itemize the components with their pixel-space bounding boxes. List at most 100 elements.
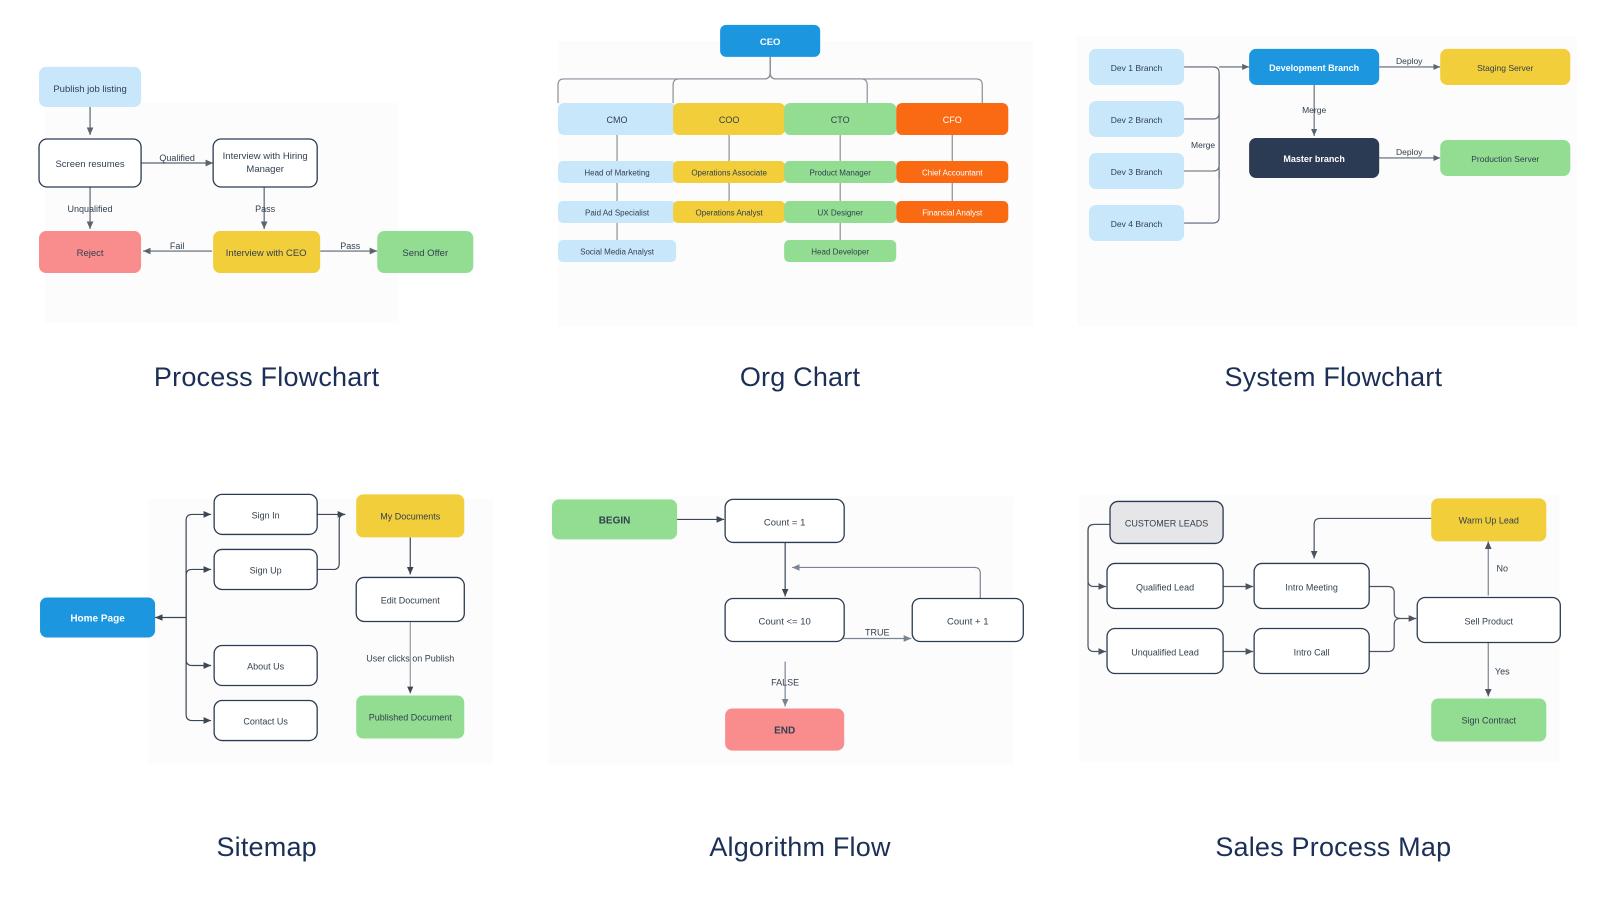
node-product-manager[interactable]: Product Manager: [784, 160, 897, 184]
panel-caption: Sitemap: [216, 832, 317, 862]
node-label-line2: Manager: [246, 164, 284, 175]
node-interview-hiring-manager[interactable]: Interview with Hiring Manager: [212, 138, 318, 188]
node-label: Sign In: [252, 510, 280, 520]
edge-label-group: Qualified Unqualified Pass Fail Pass: [68, 153, 361, 251]
node-operations-analyst[interactable]: Operations Analyst: [673, 201, 786, 224]
node-send-offer[interactable]: Send Offer: [377, 231, 474, 274]
edge-label-no: No: [1496, 563, 1508, 573]
edge-label-qualified: Qualified: [159, 153, 195, 163]
node-production-server[interactable]: Production Server: [1439, 139, 1570, 176]
node-label: Chief Accountant: [922, 168, 983, 177]
node-count-init[interactable]: Count = 1: [724, 498, 846, 544]
node-chief-accountant[interactable]: Chief Accountant: [896, 160, 1009, 184]
node-count-condition[interactable]: Count <= 10: [724, 597, 846, 643]
edge-ceo-coo: [672, 56, 772, 103]
node-label: Operations Analyst: [696, 209, 764, 218]
node-master-branch[interactable]: Master branch: [1248, 137, 1379, 178]
node-about-us[interactable]: About Us: [213, 644, 318, 687]
node-sign-contract[interactable]: Sign Contract: [1430, 698, 1546, 742]
node-end[interactable]: END: [725, 708, 845, 751]
node-coo[interactable]: COO: [673, 102, 786, 135]
node-published-document[interactable]: Published Document: [356, 695, 465, 739]
node-financial-analyst[interactable]: Financial Analyst: [896, 201, 1009, 224]
node-screen-resumes[interactable]: Screen resumes: [38, 138, 142, 188]
panel-caption: System Flowchart: [1224, 362, 1443, 392]
node-operations-associate[interactable]: Operations Associate: [673, 160, 786, 184]
edge-label-group: No Yes: [1495, 563, 1510, 676]
node-label: About Us: [247, 662, 285, 672]
node-label: Sell Product: [1464, 616, 1513, 626]
node-dev-4-branch[interactable]: Dev 4 Branch: [1088, 205, 1184, 242]
node-label: Financial Analyst: [923, 209, 984, 218]
sales-process-map-canvas: CUSTOMER LEADS Qualified Lead Unqualifie…: [1067, 455, 1600, 832]
panel-caption: Algorithm Flow: [709, 832, 891, 862]
node-intro-meeting[interactable]: Intro Meeting: [1253, 562, 1370, 610]
node-unqualified-lead[interactable]: Unqualified Lead: [1106, 627, 1224, 675]
org-column-cmo: CMO Head of Marketing Paid Ad Specialist…: [558, 102, 677, 263]
node-label: COO: [719, 115, 740, 125]
panel-caption: Org Chart: [739, 362, 861, 392]
node-sign-up[interactable]: Sign Up: [213, 548, 318, 591]
node-dev-3-branch[interactable]: Dev 3 Branch: [1088, 152, 1184, 190]
edge-label-merge-branches: Merge: [1191, 140, 1215, 150]
node-social-media-analyst[interactable]: Social Media Analyst: [558, 240, 677, 263]
node-interview-ceo[interactable]: Interview with CEO: [213, 231, 321, 274]
node-warm-up-lead[interactable]: Warm Up Lead: [1430, 498, 1546, 542]
edge-leads-unqualified: [1087, 523, 1110, 655]
node-label: UX Designer: [818, 209, 864, 218]
node-paid-ad-specialist[interactable]: Paid Ad Specialist: [558, 201, 677, 224]
node-label: Master branch: [1283, 154, 1345, 164]
node-contact-us[interactable]: Contact Us: [213, 699, 318, 742]
node-head-of-marketing[interactable]: Head of Marketing: [558, 160, 677, 184]
edge-label-pass-1: Pass: [255, 204, 276, 214]
panel-system-flowchart: Dev 1 Branch Dev 2 Branch Dev 3 Branch D…: [1067, 0, 1600, 455]
node-development-branch[interactable]: Development Branch: [1248, 48, 1379, 85]
node-cto[interactable]: CTO: [784, 102, 897, 135]
node-home-page[interactable]: Home Page: [40, 597, 156, 638]
system-flowchart-canvas: Dev 1 Branch Dev 2 Branch Dev 3 Branch D…: [1067, 0, 1600, 362]
node-label: Published Document: [369, 713, 453, 723]
node-reject[interactable]: Reject: [39, 231, 142, 274]
node-label: Operations Associate: [692, 168, 768, 177]
org-column-cfo: CFO Chief Accountant Financial Analyst: [896, 102, 1009, 224]
node-ux-designer[interactable]: UX Designer: [784, 201, 897, 224]
node-label: Paid Ad Specialist: [585, 209, 650, 218]
node-label: END: [774, 726, 795, 737]
node-sign-in[interactable]: Sign In: [213, 493, 318, 536]
node-publish[interactable]: Publish job listing: [39, 66, 142, 107]
node-begin[interactable]: BEGIN: [552, 499, 678, 540]
node-label: Staging Server: [1477, 63, 1533, 73]
sitemap-canvas: Home Page Sign In Sign Up About Us Conta…: [0, 455, 533, 832]
edge-inc-loopback: [792, 564, 982, 617]
panel-process-flowchart: Publish job listing Screen resumes Inter…: [0, 0, 533, 455]
panel-sales-process-map: CUSTOMER LEADS Qualified Lead Unqualifie…: [1067, 455, 1600, 909]
edge-group: [86, 106, 378, 255]
node-staging-server[interactable]: Staging Server: [1439, 48, 1570, 85]
node-label: Dev 4 Branch: [1110, 219, 1162, 229]
node-ceo[interactable]: CEO: [720, 24, 821, 57]
edge-group: [1087, 517, 1470, 655]
node-label: Intro Meeting: [1285, 582, 1338, 592]
edge-call-sell: [1367, 617, 1400, 653]
node-count-increment[interactable]: Count + 1: [911, 597, 1025, 643]
node-intro-call[interactable]: Intro Call: [1253, 627, 1370, 675]
node-edit-document[interactable]: Edit Document: [355, 576, 465, 623]
edge-signup-mydocs: [317, 513, 346, 571]
node-cmo[interactable]: CMO: [558, 102, 677, 135]
node-head-developer[interactable]: Head Developer: [784, 240, 897, 263]
node-dev-1-branch[interactable]: Dev 1 Branch: [1088, 48, 1184, 85]
node-my-documents[interactable]: My Documents: [356, 494, 465, 538]
node-label: Sign Up: [250, 565, 282, 575]
node-sell-product[interactable]: Sell Product: [1416, 596, 1561, 644]
node-qualified-lead[interactable]: Qualified Lead: [1106, 562, 1224, 610]
node-customer-leads[interactable]: CUSTOMER LEADS: [1109, 500, 1224, 545]
node-dev-2-branch[interactable]: Dev 2 Branch: [1088, 100, 1184, 137]
node-label: Interview with CEO: [226, 248, 307, 259]
edge-ceo-cfo: [769, 56, 984, 103]
org-column-cto: CTO Product Manager UX Designer Head Dev…: [784, 102, 897, 263]
edge-dev4-trunk: [1183, 170, 1220, 224]
node-label: Product Manager: [810, 168, 872, 177]
edge-label-deploy-prod: Deploy: [1396, 147, 1423, 157]
node-cfo[interactable]: CFO: [896, 102, 1009, 135]
